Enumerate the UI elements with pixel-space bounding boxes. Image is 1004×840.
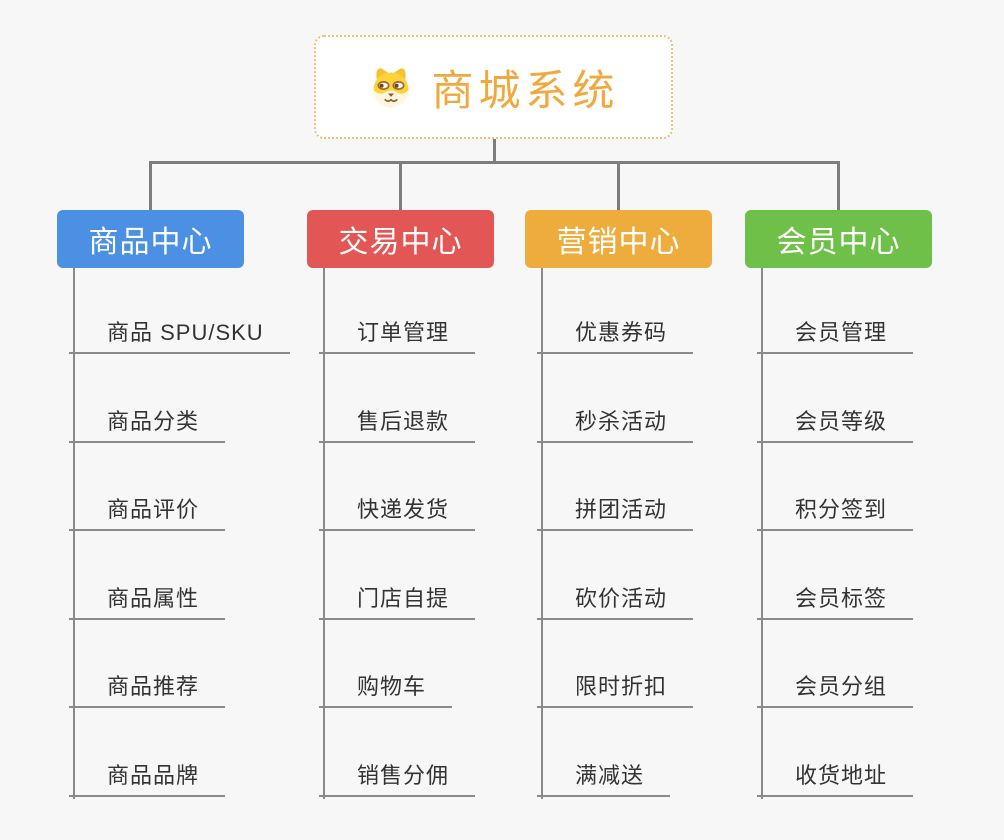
branch-drop-line: [837, 161, 840, 210]
leaf-node[interactable]: 会员等级: [757, 399, 914, 443]
branch-stem-line: [323, 268, 325, 799]
leaf-node[interactable]: 销售分佣: [319, 753, 476, 797]
leaf-label: 商品分类: [107, 408, 200, 434]
root-connector-line: [493, 139, 496, 162]
leaf-label: 秒杀活动: [575, 408, 668, 434]
leaf-node[interactable]: 满减送: [537, 753, 671, 797]
leaf-node[interactable]: 优惠券码: [537, 310, 694, 354]
leaf-node[interactable]: 订单管理: [319, 310, 476, 354]
branch-drop-line: [617, 161, 620, 210]
leaf-label: 会员管理: [795, 320, 888, 345]
branch-label: 会员中心: [776, 226, 901, 259]
branch-drop-line: [399, 161, 402, 210]
leaf-node[interactable]: 商品推荐: [69, 664, 226, 708]
leaf-label: 砍价活动: [575, 585, 668, 611]
leaf-node[interactable]: 拼团活动: [537, 487, 694, 531]
leaf-node[interactable]: 快递发货: [319, 487, 476, 531]
leaf-node[interactable]: 商品属性: [69, 576, 226, 620]
branch-stem-line: [761, 268, 763, 799]
root-node[interactable]: 商城系统: [314, 35, 673, 139]
branch-label: 交易中心: [338, 226, 463, 259]
leaf-label: 会员标签: [795, 585, 888, 611]
leaf-node[interactable]: 限时折扣: [537, 664, 694, 708]
branch-stem-line: [541, 268, 543, 799]
branch-node-4[interactable]: 会员中心: [745, 210, 932, 268]
leaf-label: 订单管理: [357, 320, 450, 345]
leaf-label: 拼团活动: [575, 497, 668, 522]
leaf-label: 会员等级: [795, 408, 888, 434]
leaf-label: 商品推荐: [107, 674, 200, 699]
root-title: 商城系统: [431, 66, 620, 114]
leaf-label: 销售分佣: [357, 762, 450, 788]
branch-label: 商品中心: [88, 226, 213, 259]
leaf-node[interactable]: 会员分组: [757, 664, 914, 708]
leaf-label: 商品属性: [107, 585, 200, 611]
leaf-label: 购物车: [357, 674, 427, 699]
dog-face-icon: [367, 63, 415, 111]
leaf-node[interactable]: 商品分类: [69, 399, 226, 443]
leaf-label: 优惠券码: [575, 320, 668, 345]
leaf-node[interactable]: 商品品牌: [69, 753, 226, 797]
leaf-label: 门店自提: [357, 585, 450, 611]
branch-node-3[interactable]: 营销中心: [525, 210, 712, 268]
leaf-node[interactable]: 会员管理: [757, 310, 914, 354]
leaf-label: 会员分组: [795, 674, 888, 699]
leaf-label: 积分签到: [795, 497, 888, 522]
leaf-node[interactable]: 积分签到: [757, 487, 914, 531]
branch-stem-line: [73, 268, 75, 799]
branch-label: 营销中心: [556, 226, 681, 259]
leaf-label: 售后退款: [357, 408, 450, 434]
leaf-label: 商品品牌: [107, 762, 200, 788]
leaf-node[interactable]: 门店自提: [319, 576, 476, 620]
leaf-node[interactable]: 会员标签: [757, 576, 914, 620]
leaf-node[interactable]: 商品评价: [69, 487, 226, 531]
leaf-label: 快递发货: [357, 497, 450, 522]
branch-bus-line: [149, 161, 840, 164]
leaf-label: 收货地址: [795, 762, 888, 788]
leaf-node[interactable]: 秒杀活动: [537, 399, 694, 443]
branch-node-1[interactable]: 商品中心: [57, 210, 244, 268]
leaf-label: 商品评价: [107, 497, 200, 522]
leaf-node[interactable]: 商品 SPU/SKU: [69, 310, 290, 354]
leaf-label: 限时折扣: [575, 674, 668, 699]
branch-drop-line: [149, 161, 152, 210]
leaf-label: 商品 SPU/SKU: [107, 320, 264, 345]
leaf-node[interactable]: 砍价活动: [537, 576, 694, 620]
leaf-label: 满减送: [575, 762, 645, 788]
branch-node-2[interactable]: 交易中心: [307, 210, 494, 268]
leaf-node[interactable]: 售后退款: [319, 399, 476, 443]
leaf-node[interactable]: 购物车: [319, 664, 453, 708]
leaf-node[interactable]: 收货地址: [757, 753, 914, 797]
